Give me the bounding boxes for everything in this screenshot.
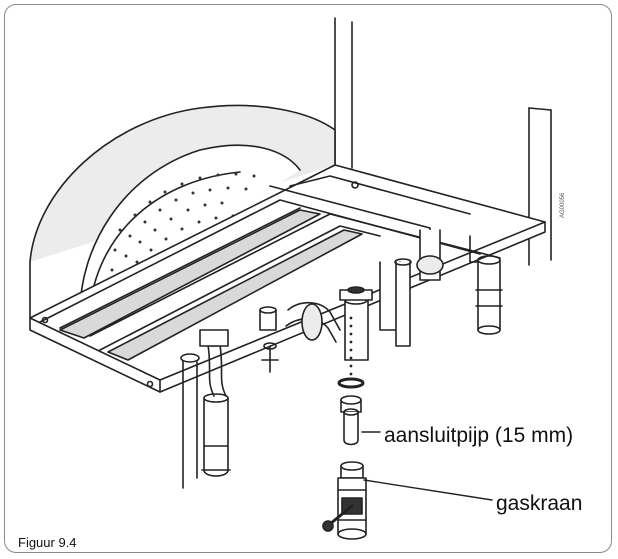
- gas-valve-label: gaskraan: [496, 492, 583, 515]
- alignment-dots: [349, 316, 353, 376]
- gas-valve-leader: [363, 479, 493, 501]
- figure-caption: Figuur 9.4: [18, 535, 77, 550]
- left-pipes: [180, 329, 231, 489]
- right-pipe: [475, 255, 503, 335]
- drawing-code: AG00056: [560, 192, 566, 218]
- connection-pipe: [340, 395, 362, 446]
- bottom-plate: [29, 164, 546, 393]
- sealing-ring: [337, 377, 365, 389]
- gas-valve: [322, 461, 367, 540]
- connection-pipe-label: aansluitpijp (15 mm): [384, 424, 574, 447]
- center-fittings: [259, 229, 481, 373]
